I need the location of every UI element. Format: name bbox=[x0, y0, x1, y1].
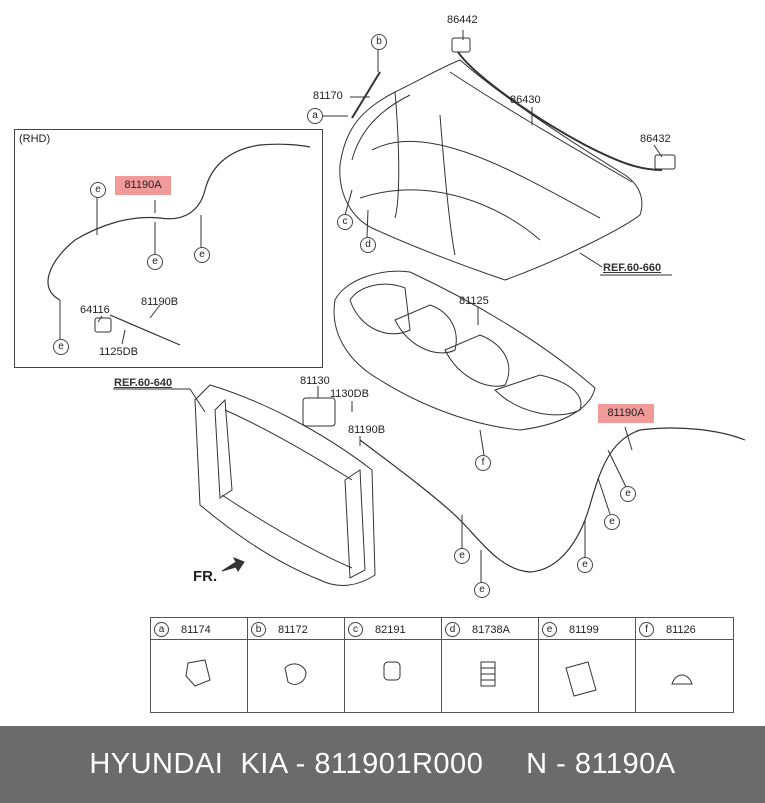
legend-code-e: 81199 bbox=[569, 624, 599, 636]
callout-b: b bbox=[371, 34, 387, 50]
callout-e-main-3: e bbox=[577, 557, 593, 573]
legend-letter-a: a bbox=[154, 622, 169, 637]
callout-e-inset-1: e bbox=[90, 182, 106, 198]
callout-e-inset-4: e bbox=[53, 339, 69, 355]
callout-e-inset-3: e bbox=[194, 247, 210, 263]
callout-e-main-2: e bbox=[604, 514, 620, 530]
legend-cell-b: b 81172 bbox=[248, 618, 345, 712]
legend-letter-c: c bbox=[348, 622, 363, 637]
callout-d: d bbox=[360, 237, 376, 253]
part-icon-81174 bbox=[185, 659, 211, 687]
clip-86442 bbox=[451, 37, 471, 53]
label-86442: 86442 bbox=[447, 14, 478, 26]
label-1125DB: 1125DB bbox=[99, 346, 138, 358]
label-1130DB: 1130DB bbox=[330, 388, 369, 400]
label-81170: 81170 bbox=[313, 90, 343, 102]
callout-f: f bbox=[475, 455, 491, 471]
callout-e-main-1: e bbox=[620, 486, 636, 502]
release-cable-rhd bbox=[47, 143, 311, 301]
callout-c: c bbox=[337, 214, 353, 230]
front-direction-label: FR. bbox=[193, 568, 218, 585]
hood-panel bbox=[339, 59, 643, 281]
part-icon-82191 bbox=[383, 661, 401, 681]
label-81190B-inset: 81190B bbox=[141, 296, 179, 308]
label-81190B-main: 81190B bbox=[348, 424, 386, 436]
release-cable-main bbox=[359, 427, 746, 573]
legend-code-b: 81172 bbox=[278, 624, 308, 636]
callout-e-inset-2: e bbox=[147, 254, 163, 270]
hood-insulator-pad bbox=[333, 270, 596, 431]
clip-86432 bbox=[654, 154, 676, 170]
legend-code-f: 81126 bbox=[666, 624, 696, 636]
label-86432: 86432 bbox=[640, 133, 671, 145]
parts-legend-table: a 81174 b 81172 c 82191 d 81738A e 81199… bbox=[150, 617, 734, 713]
label-64116: 64116 bbox=[80, 304, 110, 316]
label-86430: 86430 bbox=[510, 94, 541, 106]
hood-weatherstrip bbox=[457, 51, 663, 171]
legend-cell-f: f 81126 bbox=[636, 618, 733, 712]
radiator-support bbox=[194, 384, 376, 586]
footer-banner: HYUNDAI KIA - 811901R000 N - 81190A bbox=[0, 726, 765, 803]
reference-60-640: REF.60-640 bbox=[114, 377, 173, 389]
parts-diagram-drawing bbox=[47, 30, 746, 697]
legend-letter-d: d bbox=[445, 622, 460, 637]
reference-60-660: REF.60-660 bbox=[603, 262, 662, 274]
legend-code-c: 82191 bbox=[375, 624, 406, 636]
part-icon-81126 bbox=[671, 674, 693, 685]
hood-stay-rod bbox=[351, 71, 381, 119]
part-icon-81172 bbox=[284, 663, 307, 685]
part-icon-81738A bbox=[480, 661, 496, 687]
legend-letter-f: f bbox=[639, 622, 654, 637]
hood-latch bbox=[302, 397, 336, 427]
part-icon-81199 bbox=[565, 661, 597, 697]
inset-title: (RHD) bbox=[19, 133, 51, 145]
front-arrow bbox=[221, 557, 245, 572]
callout-a: a bbox=[307, 108, 323, 124]
highlight-81190A-inset: 81190A bbox=[115, 176, 171, 195]
label-81125: 81125 bbox=[459, 295, 489, 307]
footer-part-number-text: HYUNDAI KIA - 811901R000 N - 81190A bbox=[89, 748, 676, 780]
legend-cell-d: d 81738A bbox=[442, 618, 539, 712]
rhd-inset-box bbox=[14, 129, 323, 368]
label-81130: 81130 bbox=[300, 375, 330, 387]
legend-cell-a: a 81174 bbox=[151, 618, 248, 712]
callout-e-main-4: e bbox=[454, 548, 470, 564]
legend-letter-b: b bbox=[251, 622, 266, 637]
callout-e-main-5: e bbox=[474, 582, 490, 598]
legend-cell-e: e 81199 bbox=[539, 618, 636, 712]
legend-cell-c: c 82191 bbox=[345, 618, 442, 712]
legend-code-a: 81174 bbox=[181, 624, 211, 636]
legend-code-d: 81738A bbox=[472, 624, 510, 636]
highlight-81190A-main: 81190A bbox=[598, 404, 654, 423]
legend-letter-e: e bbox=[542, 622, 557, 637]
